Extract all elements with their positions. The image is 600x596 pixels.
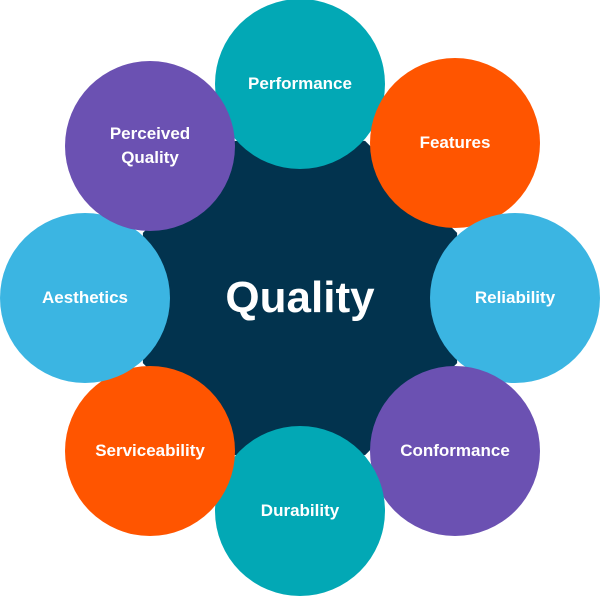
- node-durability: Durability: [215, 426, 385, 596]
- node-label: Aesthetics: [42, 288, 128, 307]
- node-features: Features: [370, 58, 540, 228]
- node-reliability: Reliability: [430, 213, 600, 383]
- node-label: Performance: [248, 74, 352, 93]
- node-label: Durability: [260, 501, 340, 520]
- node-perceived-quality: Perceived Quality: [65, 61, 235, 231]
- node-conformance: Conformance: [370, 366, 540, 536]
- node-label: Features: [419, 133, 491, 152]
- node-serviceability: Serviceability: [65, 366, 235, 536]
- node-performance: Performance: [215, 0, 385, 169]
- node-label: Serviceability: [95, 441, 205, 460]
- node-aesthetics: Aesthetics: [0, 213, 170, 383]
- node-label: Perceived Quality: [109, 124, 191, 167]
- node-label: Reliability: [474, 288, 556, 307]
- center-octagon-shape: [142, 140, 458, 456]
- center-label: Quality: [225, 273, 375, 322]
- node-label: Conformance: [400, 441, 510, 460]
